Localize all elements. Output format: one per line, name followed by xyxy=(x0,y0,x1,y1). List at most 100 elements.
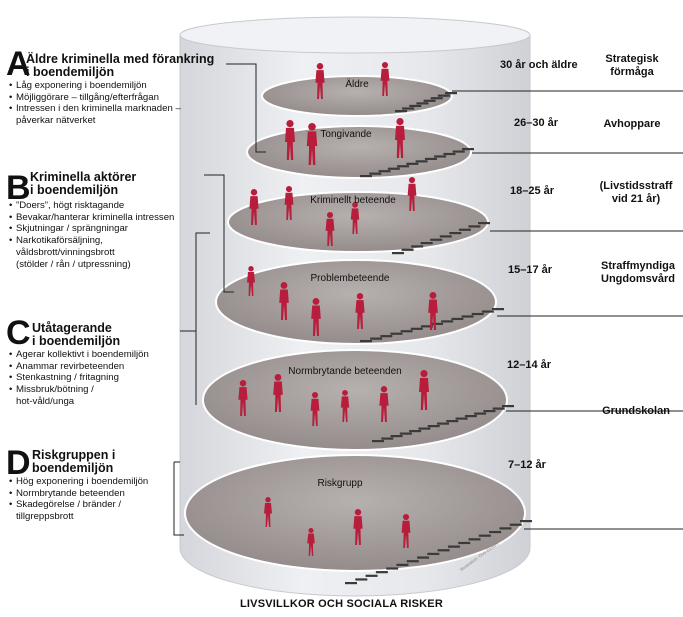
institution-line: Ungdomsvård xyxy=(601,272,675,285)
group-a-item: Intressen i den kriminella marknaden – xyxy=(9,103,181,115)
person-figure xyxy=(306,123,318,165)
group-c-item: Stenkastning / fritagning xyxy=(9,372,149,384)
stair-step xyxy=(468,225,481,228)
stair-step xyxy=(416,102,429,105)
stair-step xyxy=(399,432,412,435)
stair-step xyxy=(468,538,481,541)
age-label-5: 12–14 år xyxy=(507,359,552,371)
group-a-title-line1: Äldre kriminella med förankring xyxy=(26,52,215,66)
person-figure xyxy=(284,186,294,220)
group-c-item: Anammar revirbeteenden xyxy=(9,361,149,373)
stair-step xyxy=(390,435,403,438)
person-figure xyxy=(247,266,255,296)
level-lines xyxy=(452,90,683,530)
age-label-3: 18–25 år xyxy=(510,185,555,197)
person-figure xyxy=(401,514,411,548)
stair-step xyxy=(392,252,404,255)
person-figure xyxy=(419,370,429,410)
group-a-item: Låg exponering i boendemiljön xyxy=(9,80,181,92)
stair-step xyxy=(462,148,474,151)
group-c-item: Agerar kollektivt i boendemiljön xyxy=(9,349,149,361)
staircases xyxy=(345,92,532,585)
level-label-riskgrupp: Riskgrupp xyxy=(317,478,362,489)
group-a-title-line2: i boendemiljön xyxy=(26,65,115,79)
person-figure xyxy=(311,298,321,336)
stair-step xyxy=(446,420,459,423)
stair-step xyxy=(464,415,477,418)
stair-step xyxy=(447,545,460,548)
person-figure xyxy=(379,386,389,422)
person-figure xyxy=(273,374,283,412)
stair-step xyxy=(406,560,419,563)
person-figure xyxy=(249,189,259,225)
person-figure xyxy=(340,390,350,422)
age-label-4: 15–17 år xyxy=(508,264,553,276)
stair-step xyxy=(443,152,456,156)
group-c-list: Agerar kollektivt i boendemiljön Anammar… xyxy=(9,349,149,395)
stair-step xyxy=(360,340,372,343)
person-figure xyxy=(395,118,405,158)
group-c-title-line1: Utåtagerande xyxy=(32,321,112,335)
group-d-item: Hög exponering i boendemiljön xyxy=(9,476,148,488)
bracket-a xyxy=(226,63,266,153)
institution-avhoppare: Avhoppare xyxy=(596,118,668,131)
group-b-title-line2: i boendemiljön xyxy=(30,183,119,197)
institution-line: Strategisk xyxy=(605,53,659,65)
person-figure xyxy=(407,177,417,211)
stair-step xyxy=(520,520,532,523)
footer-title: LIVSVILLKOR OCH SOCIALA RISKER xyxy=(240,598,443,610)
age-label-6: 7–12 år xyxy=(508,459,546,471)
institution-line: vid 21 år) xyxy=(611,192,661,205)
stair-step xyxy=(434,155,447,158)
stair-step xyxy=(471,312,484,316)
group-c-letter: C xyxy=(6,314,31,352)
stair-step xyxy=(400,330,413,333)
stair-step xyxy=(401,248,414,251)
stair-step xyxy=(449,232,462,235)
stair-step xyxy=(452,150,465,153)
stair-step xyxy=(369,172,382,175)
level-label-tongivande: Tongivande xyxy=(320,129,372,140)
stair-step xyxy=(415,160,428,163)
person-figure xyxy=(285,120,295,160)
group-b-item-line: våldsbrott/vinningsbrott xyxy=(16,247,115,258)
group-d-letter: D xyxy=(6,444,31,482)
institution-line: (Livstidsstraff xyxy=(599,180,673,192)
stair-step xyxy=(380,335,393,338)
stair-step xyxy=(483,410,496,413)
stair-step xyxy=(423,99,436,102)
stair-step xyxy=(420,242,433,245)
group-c-title-line2: i boendemiljön xyxy=(32,334,121,348)
level-label-kriminellt: Kriminellt beteende xyxy=(310,195,396,206)
stair-step xyxy=(481,310,494,313)
stair-step xyxy=(437,549,450,552)
stair-step xyxy=(381,437,394,440)
stair-step xyxy=(345,582,357,585)
group-b-title-line1: Kriminella aktörer xyxy=(30,170,137,184)
group-d-item: Skadegörelse / bränder / xyxy=(9,499,148,511)
person-figures xyxy=(238,61,438,556)
person-figure xyxy=(238,380,248,416)
group-d-item: Normbrytande beteenden xyxy=(9,488,148,500)
group-d-title: Riskgruppen i boendemiljön xyxy=(32,449,115,475)
stair-step xyxy=(437,94,450,97)
group-d-list: Hög exponering i boendemiljön Normbrytan… xyxy=(9,476,148,511)
institution-line: Straffmyndiga xyxy=(601,260,675,272)
stair-step xyxy=(492,308,504,311)
group-d-title-line1: Riskgruppen i xyxy=(32,448,116,462)
institution-straffmyndiga: Straffmyndiga Ungdomsvård xyxy=(596,260,680,285)
group-a-title: Äldre kriminella med förankring i boende… xyxy=(26,53,214,79)
group-a-item-continued: påverkar nätverket xyxy=(16,115,96,126)
stair-step xyxy=(451,317,464,321)
disc-aldre xyxy=(261,75,453,117)
stair-step xyxy=(370,337,383,340)
stair-step xyxy=(474,412,487,415)
group-d-title-line2: boendemiljön xyxy=(32,461,114,475)
stair-step xyxy=(461,315,474,318)
group-c-item: Missbruk/bötning / xyxy=(9,384,149,396)
stair-step xyxy=(458,228,471,231)
stair-step xyxy=(430,238,443,241)
group-b-item: ”Doers”, högt risktagande xyxy=(9,200,174,212)
group-c-title: Utåtagerande i boendemiljön xyxy=(32,322,120,348)
